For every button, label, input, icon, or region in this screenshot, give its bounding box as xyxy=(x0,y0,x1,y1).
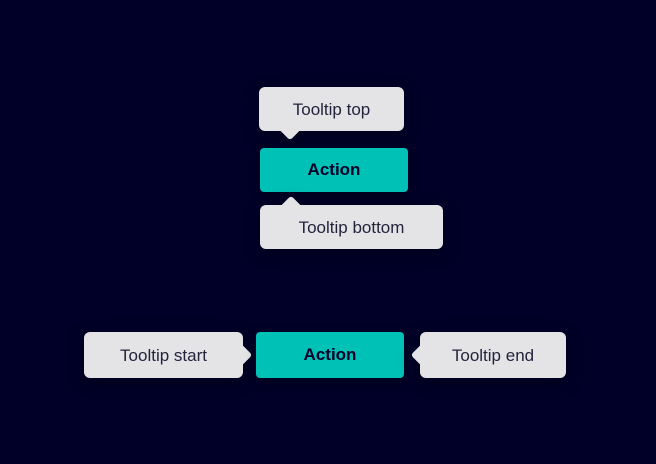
tooltip-end-arrow-left-icon xyxy=(410,343,434,367)
tooltip-top-label: Tooltip top xyxy=(292,99,371,119)
tooltip-bottom-arrow-up-icon xyxy=(279,195,303,219)
tooltip-start: Tooltip start xyxy=(84,332,253,378)
tooltip-top: Tooltip top xyxy=(259,87,404,141)
tooltip-start-label: Tooltip start xyxy=(120,345,207,365)
tooltip-bottom-label: Tooltip bottom xyxy=(298,217,405,237)
tooltip-end-label: Tooltip end xyxy=(451,345,535,365)
action-button-top-label: Action xyxy=(307,160,361,179)
tooltip-start-arrow-right-icon xyxy=(229,343,253,367)
action-button-bottom[interactable]: Action xyxy=(256,332,404,378)
action-button-top[interactable]: Action xyxy=(260,148,408,192)
tooltip-bottom: Tooltip bottom xyxy=(260,195,443,249)
action-button-bottom-label: Action xyxy=(303,345,357,364)
tooltip-end: Tooltip end xyxy=(410,332,566,378)
tooltip-top-arrow-down-icon xyxy=(278,117,302,141)
